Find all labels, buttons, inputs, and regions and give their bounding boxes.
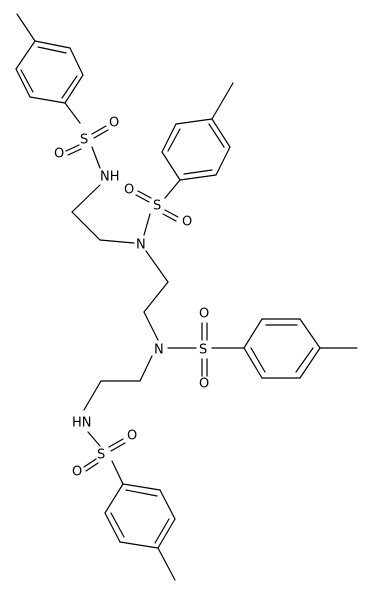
ring3-bond-a (243, 318, 263, 349)
s1-o1b-bond-b (67, 148, 82, 156)
ring4-double-3 (125, 489, 158, 497)
s1-o1a-bond-b (93, 129, 109, 139)
atom-s4: S (97, 448, 105, 463)
tolyl-ring-1 (15, 13, 84, 124)
ring2-double-2 (208, 123, 225, 148)
ring4-bond-c (119, 541, 159, 549)
atom-nh1: NH (100, 170, 120, 185)
tolyl-ring-4 (104, 483, 176, 581)
atom-n2: N (136, 238, 146, 253)
ring4-bond-f (122, 483, 161, 491)
ring2-bond-d (211, 118, 231, 148)
ring1-double-1 (37, 46, 67, 54)
atom-n3: N (154, 343, 164, 358)
atom-o2b: O (182, 215, 192, 230)
atom-s3: S (199, 343, 207, 358)
amine-nh4: HN (72, 416, 101, 447)
amine-n3: N (154, 343, 197, 358)
ch2-ch2-bond-1 (71, 211, 101, 241)
atom-s1: S (80, 133, 88, 148)
s2-o2b-bond-a (164, 209, 179, 218)
ring3-bond-f (243, 347, 263, 379)
atom-nh4: HN (72, 416, 92, 431)
ethylene-linker-3 (83, 355, 153, 411)
ring4-bond-a (104, 483, 124, 514)
s4-o4a-bond-b (110, 442, 126, 452)
ch2-n3-bond (143, 311, 159, 341)
ring2-bond-e (215, 146, 231, 176)
ring2-double-3 (183, 169, 213, 175)
ring1-bond-d (29, 96, 66, 104)
n2-s2-bond (143, 213, 151, 236)
ring2-bond-f (179, 174, 217, 181)
s2-o2a-bond-a (137, 190, 152, 199)
ring4-double-1 (110, 512, 125, 538)
nh1-ch2-bond (71, 184, 101, 213)
ring4-double-2 (154, 518, 170, 544)
s2-o2a-bond-b (135, 194, 150, 203)
ch2-ch2-bond-2 (143, 281, 169, 313)
ring2-bond-b (161, 123, 177, 153)
methyl-bond-4 (157, 547, 176, 581)
tolyl-ring-3 (243, 318, 358, 379)
sulfonyl-group-2: S O O (124, 179, 192, 230)
n2-ch2-bond (145, 250, 169, 283)
ethylene-linker-2 (143, 250, 169, 341)
atom-o4b: O (72, 465, 82, 480)
ring3-double-3 (250, 347, 266, 373)
atom-o1b: O (54, 147, 64, 162)
atom-o2a: O (124, 183, 134, 198)
s4-ring4-bond (111, 460, 124, 485)
ring1-bond-a (34, 40, 71, 49)
s2-o2b-bond-b (162, 213, 177, 222)
s1-o1a-bond-a (91, 125, 107, 135)
ring3-double-2 (295, 347, 314, 373)
s2-ring2-bond (164, 179, 181, 199)
s1-o1b-bond-a (65, 144, 80, 152)
atom-o3a: O (199, 307, 209, 322)
methyl-bond-1 (16, 13, 36, 42)
ring1-bond-e (15, 68, 31, 98)
n3-ch2-bond (139, 355, 153, 382)
ch2-nh4-bond (83, 380, 102, 411)
ring1-double-2 (61, 75, 78, 99)
ch2-n2-bond (99, 239, 135, 244)
s1-nh1-bond (91, 146, 101, 169)
amine-n2: N (136, 213, 151, 253)
ring3-bond-c (299, 318, 321, 349)
atom-o3b: O (199, 377, 209, 392)
ring4-bond-d (157, 518, 176, 549)
methyl-bond-2 (211, 82, 234, 120)
tolyl-ring-2 (161, 82, 234, 181)
ring1-double-3 (20, 69, 34, 93)
ethylene-linker-1 (71, 184, 135, 244)
sulfonyl-group-4: S O O (72, 429, 137, 485)
nh4-s4-bond (87, 431, 101, 447)
atom-o4a: O (127, 429, 137, 444)
ring2-bond-c (175, 118, 213, 125)
s4-o4b-bond-b (85, 462, 99, 472)
atom-o1a: O (109, 116, 119, 131)
atom-s2: S (153, 199, 161, 214)
s4-o4b-bond-a (83, 458, 97, 468)
ring2-double-1 (167, 128, 181, 152)
ring2-bond-a (161, 151, 181, 181)
ring1-to-s1 (64, 102, 81, 124)
sulfonyl-group-1: S O O NH (54, 116, 120, 185)
s4-o4a-bond-a (108, 438, 124, 448)
ring1-bond-b (69, 47, 84, 76)
sulfonyl-group-3: S O O (199, 307, 245, 392)
ring4-bond-b (104, 512, 121, 543)
ring1-bond-f (15, 40, 36, 70)
ring1-bond-c (64, 74, 84, 104)
ring3-bond-d (299, 347, 321, 379)
ring4-bond-e (159, 489, 176, 520)
